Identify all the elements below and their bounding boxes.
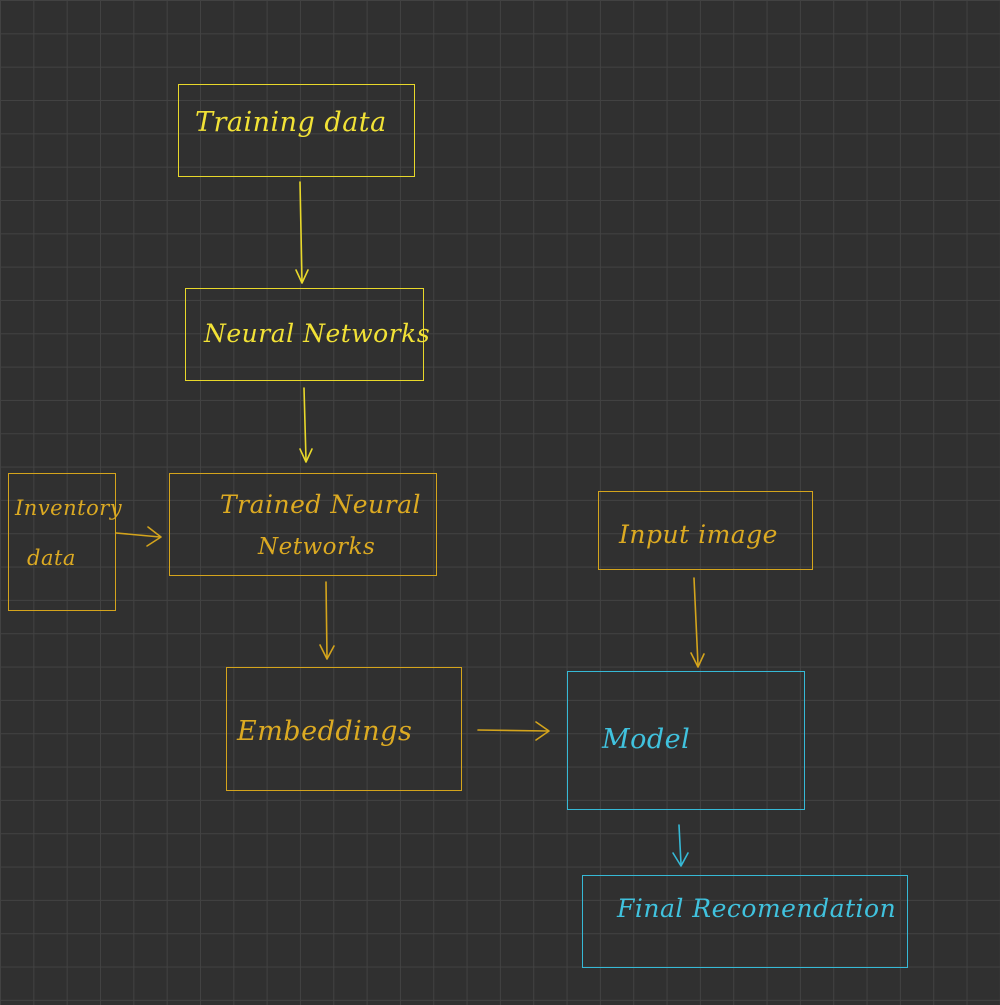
trained-nn-label-line1: Trained Neural (220, 490, 421, 519)
trained-nn-label-line2: Networks (258, 534, 376, 560)
input-image-box: Input image (598, 491, 813, 570)
inventory-data-box: Inventory data (8, 473, 122, 611)
neural-networks-label: Neural Networks (204, 319, 431, 348)
model-box: Model (567, 671, 805, 810)
training-data-label: Training data (195, 107, 387, 138)
arrow-embeddings-to-model (477, 721, 550, 741)
embeddings-box: Embeddings (226, 667, 462, 791)
input-image-label: Input image (619, 520, 778, 549)
training-data-box: Training data (178, 84, 415, 177)
inventory-data-label-line2: data (27, 546, 76, 570)
arrow-training-to-neural (295, 181, 309, 284)
arrow-model-to-final (672, 824, 689, 867)
trained-neural-networks-box: Trained Neural Networks (169, 473, 437, 576)
neural-networks-box: Neural Networks (185, 288, 430, 381)
model-label: Model (602, 724, 691, 755)
embeddings-label: Embeddings (237, 716, 413, 747)
final-recommendation-label: Final Recomendation (617, 894, 897, 923)
arrow-input-to-model (690, 577, 705, 668)
final-recommendation-box: Final Recomendation (582, 875, 908, 968)
inventory-data-label-line1: Inventory (15, 496, 123, 520)
arrow-inventory-to-trained (115, 526, 162, 547)
arrow-neural-to-trained (299, 387, 313, 463)
arrow-trained-to-embeddings (319, 581, 335, 660)
